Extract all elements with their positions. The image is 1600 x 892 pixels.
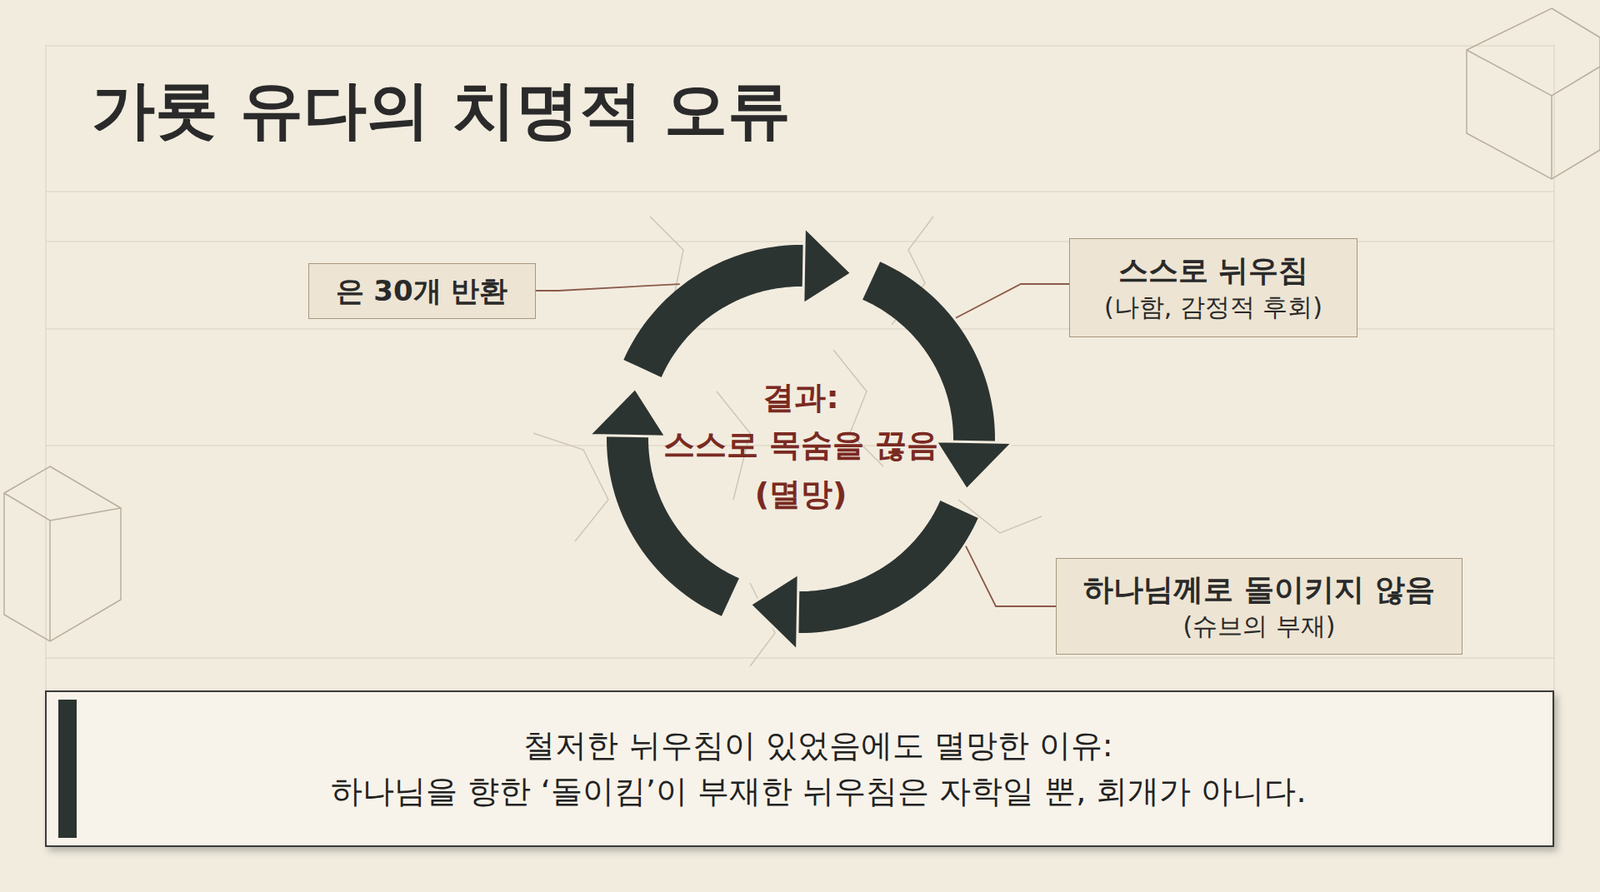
cycle-arrow-head (750, 574, 799, 651)
callout-box: 은 30개 반환 (308, 263, 536, 320)
cycle-arrow-head (935, 441, 1013, 490)
box-subtext: (슈브의 부재) (1183, 610, 1336, 643)
bottom-panel-ground (45, 691, 1554, 847)
callout-box: 스스로 뉘우침(나함, 감정적 후회) (1069, 238, 1358, 338)
callout-box: 하나님께로 돌이키지 않음(슈브의 부재) (1055, 558, 1463, 655)
leader-line (955, 284, 1070, 319)
leader-line (535, 284, 680, 291)
title: 가룟 유다의 치명적 오류 (91, 73, 791, 146)
accent-bar (58, 700, 77, 839)
cycle-arrow-arc (795, 510, 960, 613)
cycle-arrow-arc (642, 265, 807, 369)
cycle-arrow-arc (871, 280, 975, 445)
box-heading: 철저한 뉘우침이 있었음에도 멸망한 이유: (523, 723, 1113, 770)
grid-lines (45, 45, 1555, 846)
crack-texture (533, 216, 1042, 667)
box-heading: 스스로 뉘우침 (1118, 251, 1310, 291)
box-heading: 하나님께로 돌이키지 않음 (1083, 570, 1435, 610)
box-heading: 은 30개 반환 (335, 272, 509, 310)
cycle-arrow-head (589, 388, 666, 437)
leader-lines (535, 284, 1070, 607)
cube-ornament (4, 8, 1600, 642)
conclusion-panel: 철저한 뉘우침이 있었음에도 멸망한 이유:하나님을 향한 ‘돌이킴’이 부재한… (83, 691, 1554, 847)
result-label: 스스로 목숨을 끊음 (멸망) (638, 420, 964, 520)
result-label: 결과: (675, 373, 926, 423)
box-subtext: 하나님을 향한 ‘돌이킴’이 부재한 뉘우침은 자학일 뿐, 회개가 아니다. (330, 769, 1307, 815)
cycle-arrow-head (803, 227, 852, 305)
cycle-ring (589, 227, 1013, 651)
leader-line (965, 546, 1056, 607)
box-subtext: (나함, 감정적 후회) (1104, 290, 1323, 324)
